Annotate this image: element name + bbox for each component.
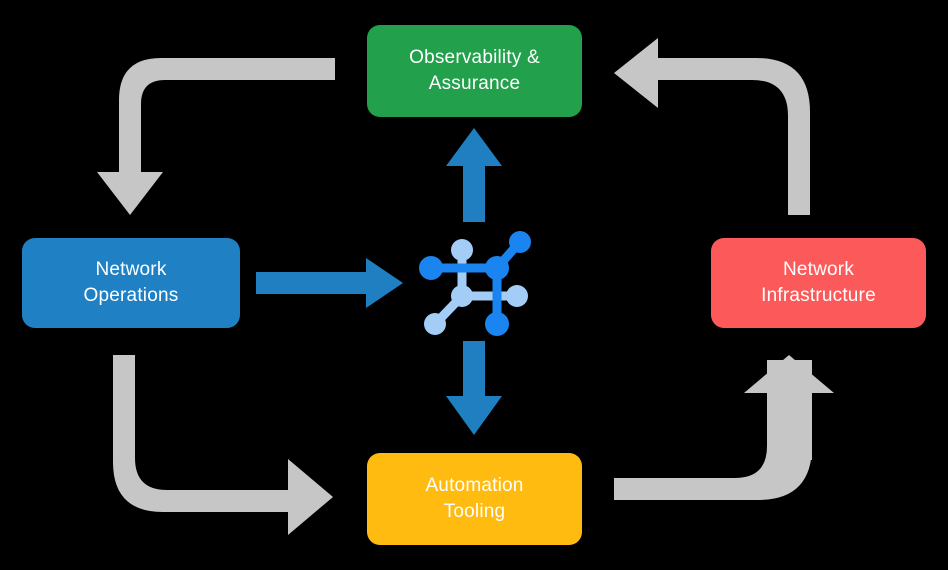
node-box-network-infrastructure[interactable]: Network Infrastructure xyxy=(711,238,926,328)
cycle-arrow-top-right xyxy=(614,38,810,215)
icon-node-right-light xyxy=(506,285,528,307)
icon-node-upper-right-strong xyxy=(509,231,531,253)
center-arrow-right xyxy=(256,258,403,308)
node-box-automation-tooling[interactable]: Automation Tooling xyxy=(367,453,582,545)
icon-node-lower-left-light xyxy=(424,313,446,335)
cycle-arrow-bottom-left xyxy=(113,355,333,535)
center-arrow-up xyxy=(446,128,502,222)
cycle-arrow-bottom-right-stem xyxy=(767,385,812,460)
network-topology-icon xyxy=(419,231,531,336)
cycle-arrow-bottom-right-head xyxy=(744,355,834,393)
icon-node-top-light xyxy=(451,239,473,261)
icon-node-left-strong xyxy=(419,256,443,280)
icon-node-hub-strong xyxy=(485,256,509,280)
node-box-network-operations[interactable]: Network Operations xyxy=(22,238,240,328)
icon-node-center-light xyxy=(451,285,473,307)
cycle-arrow-top-left xyxy=(97,58,335,215)
node-box-observability[interactable]: Observability & Assurance xyxy=(367,25,582,117)
center-arrow-down xyxy=(446,341,502,435)
icon-node-bottom-strong xyxy=(485,312,509,336)
